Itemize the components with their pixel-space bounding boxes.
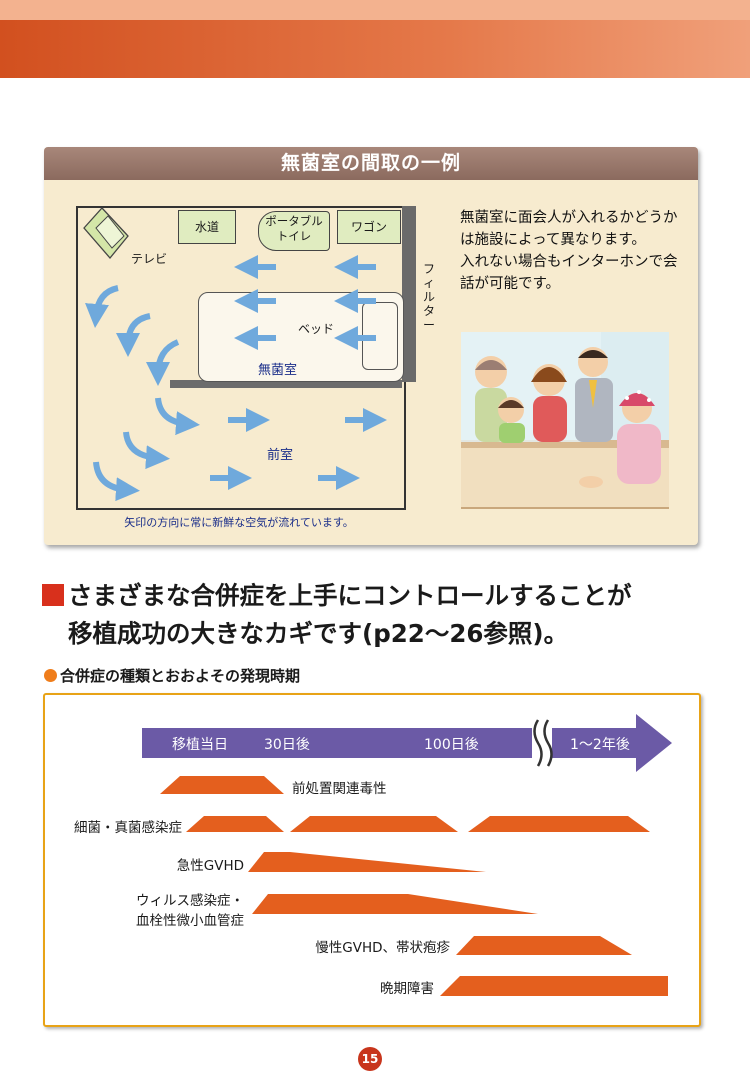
tick-30-days: 30日後 [264,737,310,753]
visitation-note-2: 入れない場合もインターホンで会話が可能です。 [460,254,678,292]
sterile-room-label: 無菌室 [258,363,298,378]
subheading: 合併症の種類とおおよその発現時期 [44,665,300,686]
tv-label: テレビ [131,252,168,266]
page-number: 15 [358,1047,382,1071]
partition-wall [170,380,402,388]
anteroom-label: 前室 [267,448,294,463]
bed-label: ベッド [298,322,335,336]
portable-toilet-fixture: ポータブル トイレ [258,211,330,251]
row-label-viral-tma: ウィルス感染症・ 血栓性微小血管症 [136,893,244,929]
panel-title: 無菌室の間取の一例 [44,147,698,180]
row-label-acute-gvhd: 急性GVHD [176,858,244,874]
headline: さまざまな合併症を上手にコントロールすることが 移植成功の大きなカギです(p22… [42,577,722,653]
visitation-note: 無菌室に面会人が入れるかどうかは施設によって異なります。 入れない場合もインター… [460,207,680,295]
bed-pillow [362,302,398,370]
filter-label: フィルター [423,262,436,332]
tick-1-2-years: 1～2年後 [570,737,630,753]
water-fixture: 水道 [178,210,236,244]
red-square-icon [42,584,64,606]
filter-bar [402,206,416,382]
top-header-band [0,0,750,78]
tick-100-days: 100日後 [424,737,479,753]
tick-transplant-day: 移植当日 [172,737,228,753]
headline-line-1: さまざまな合併症を上手にコントロールすることが [42,577,722,615]
wagon-fixture: ワゴン [337,210,401,244]
airflow-caption: 矢印の方向に常に新鮮な空気が流れています。 [124,516,354,529]
headline-line-2: 移植成功の大きなカギです(p22～26参照)。 [68,619,569,648]
orange-dot-icon [44,669,57,682]
row-label-infection: 細菌・真菌感染症 [74,820,182,836]
visitation-note-1: 無菌室に面会人が入れるかどうかは施設によって異なります。 [460,210,678,248]
row-label-chronic-gvhd: 慢性GVHD、帯状疱疹 [315,940,450,956]
row-label-late-effects: 晩期障害 [380,981,434,997]
row-label-conditioning-toxicity: 前処置関連毒性 [292,781,387,797]
family-visit-illustration [461,332,669,509]
